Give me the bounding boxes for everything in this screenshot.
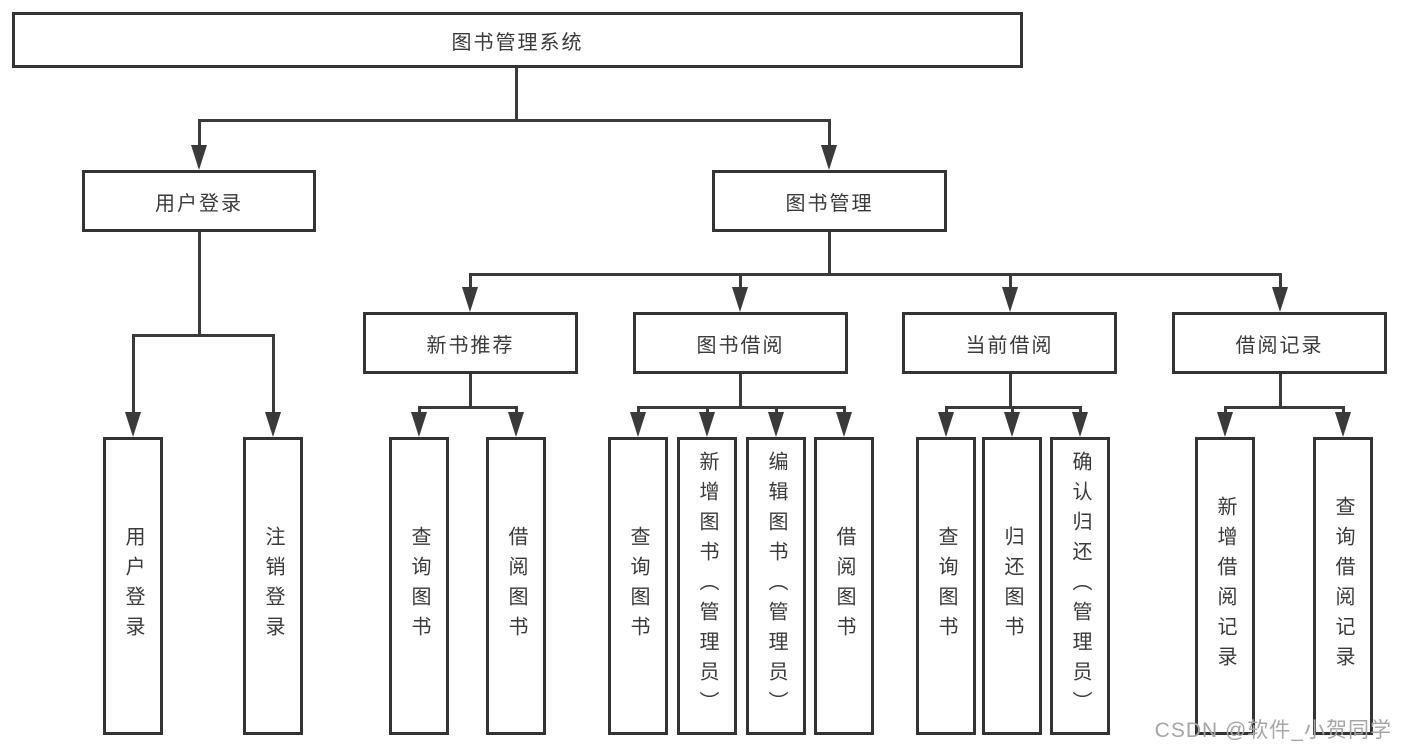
- connector-root-rail: [198, 119, 831, 122]
- leaf-query-book-borrow-label: 查询图书: [627, 526, 649, 646]
- connector-drop-user-login: [198, 119, 201, 149]
- connector-user-login-stem: [198, 232, 201, 336]
- connector-drop-leaf-user-login: [132, 334, 135, 415]
- connector-new-book-rail: [418, 406, 518, 409]
- arrow-return-book: [1004, 412, 1020, 437]
- leaf-edit-book-admin: 编辑图书（管理员）: [746, 437, 806, 735]
- node-new-book-recommend: 新书推荐: [363, 312, 578, 374]
- connector-book-borrow-stem: [739, 374, 742, 408]
- arrow-new-book-recommend: [462, 287, 478, 312]
- arrow-leaf-user-login: [125, 412, 141, 437]
- leaf-query-book-recommend-label: 查询图书: [408, 526, 430, 646]
- connector-book-borrow-rail: [637, 406, 846, 409]
- node-current-borrow-label: 当前借阅: [965, 334, 1054, 357]
- node-root-system: 图书管理系统: [12, 12, 1023, 68]
- connector-drop-add-borrow-record: [1224, 406, 1227, 416]
- node-user-login-label: 用户登录: [155, 192, 243, 215]
- leaf-borrow-book-recommend: 借阅图书: [486, 437, 546, 735]
- node-book-management-label: 图书管理: [785, 192, 874, 215]
- leaf-borrow-book: 借阅图书: [814, 437, 874, 735]
- leaf-edit-book-admin-label: 编辑图书（管理员）: [765, 451, 787, 721]
- arrow-add-borrow-record: [1217, 412, 1233, 437]
- connector-drop-book-management: [828, 119, 831, 149]
- node-current-borrow: 当前借阅: [902, 312, 1117, 374]
- connector-drop-query-borrow-record: [1342, 406, 1345, 416]
- leaf-user-login: 用户登录: [103, 437, 163, 735]
- arrow-edit-book: [768, 412, 784, 437]
- leaf-borrow-book-recommend-label: 借阅图书: [505, 526, 527, 646]
- connector-drop-return-book: [1011, 406, 1014, 416]
- node-user-login: 用户登录: [82, 170, 316, 232]
- leaf-add-borrow-record: 新增借阅记录: [1195, 437, 1255, 735]
- arrow-query-book-recommend: [411, 412, 427, 437]
- arrow-query-book-current: [938, 412, 954, 437]
- node-root-label: 图书管理系统: [451, 31, 584, 54]
- connector-root-stem: [515, 68, 518, 121]
- leaf-confirm-return-admin-label: 确认归还（管理员）: [1069, 451, 1091, 721]
- arrow-current-borrow: [1002, 287, 1018, 312]
- connector-book-management-rail: [469, 273, 1282, 276]
- csdn-watermark: CSDN @软件_小贺同学: [1154, 719, 1392, 742]
- connector-new-book-stem: [469, 374, 472, 408]
- arrow-user-login: [191, 145, 207, 170]
- connector-drop-borrow-record: [1279, 273, 1282, 290]
- arrow-confirm-return: [1072, 412, 1088, 437]
- connector-drop-confirm-return: [1079, 406, 1082, 416]
- leaf-query-book-current: 查询图书: [916, 437, 976, 735]
- node-book-borrow: 图书借阅: [633, 312, 848, 374]
- node-new-book-recommend-label: 新书推荐: [426, 334, 515, 357]
- connector-drop-new-book-recommend: [469, 273, 472, 290]
- leaf-query-book-recommend: 查询图书: [389, 437, 449, 735]
- leaf-user-login-label: 用户登录: [122, 526, 144, 646]
- connector-drop-borrow-book-recommend: [515, 406, 518, 416]
- connector-book-management-stem: [828, 232, 831, 275]
- leaf-add-borrow-record-label: 新增借阅记录: [1214, 496, 1236, 676]
- arrow-borrow-book: [836, 412, 852, 437]
- leaf-return-book-label: 归还图书: [1001, 526, 1023, 646]
- connector-borrow-record-rail: [1224, 406, 1345, 409]
- leaf-query-book-current-label: 查询图书: [935, 526, 957, 646]
- connector-drop-query-book-recommend: [418, 406, 421, 416]
- connector-drop-edit-book: [775, 406, 778, 416]
- arrow-query-borrow-record: [1335, 412, 1351, 437]
- node-borrow-record: 借阅记录: [1172, 312, 1387, 374]
- leaf-confirm-return-admin: 确认归还（管理员）: [1050, 437, 1110, 735]
- node-borrow-record-label: 借阅记录: [1235, 334, 1324, 357]
- connector-current-borrow-stem: [1009, 374, 1012, 408]
- leaf-query-borrow-record-label: 查询借阅记录: [1332, 496, 1354, 676]
- connector-drop-current-borrow: [1009, 273, 1012, 290]
- arrow-query-book-borrow: [630, 412, 646, 437]
- connector-drop-query-book-current: [945, 406, 948, 416]
- leaf-add-book-admin: 新增图书（管理员）: [677, 437, 737, 735]
- leaf-query-book-borrow: 查询图书: [608, 437, 668, 735]
- node-book-borrow-label: 图书借阅: [696, 334, 785, 357]
- arrow-book-management: [821, 145, 837, 170]
- leaf-add-book-admin-label: 新增图书（管理员）: [696, 451, 718, 721]
- arrow-borrow-record: [1272, 287, 1288, 312]
- connector-drop-borrow-book: [843, 406, 846, 416]
- connector-drop-book-borrow: [739, 273, 742, 290]
- connector-user-login-rail: [132, 334, 275, 337]
- leaf-logout-label: 注销登录: [262, 526, 284, 646]
- leaf-query-borrow-record: 查询借阅记录: [1313, 437, 1373, 735]
- connector-drop-query-book-borrow: [637, 406, 640, 416]
- leaf-borrow-book-label: 借阅图书: [833, 526, 855, 646]
- arrow-add-book: [699, 412, 715, 437]
- leaf-logout: 注销登录: [243, 437, 303, 735]
- arrow-borrow-book-recommend: [508, 412, 524, 437]
- leaf-return-book: 归还图书: [982, 437, 1042, 735]
- connector-borrow-record-stem: [1279, 374, 1282, 408]
- connector-drop-add-book: [706, 406, 709, 416]
- node-book-management: 图书管理: [712, 170, 947, 232]
- connector-drop-leaf-logout: [272, 334, 275, 415]
- arrow-book-borrow: [732, 287, 748, 312]
- arrow-leaf-logout: [265, 412, 281, 437]
